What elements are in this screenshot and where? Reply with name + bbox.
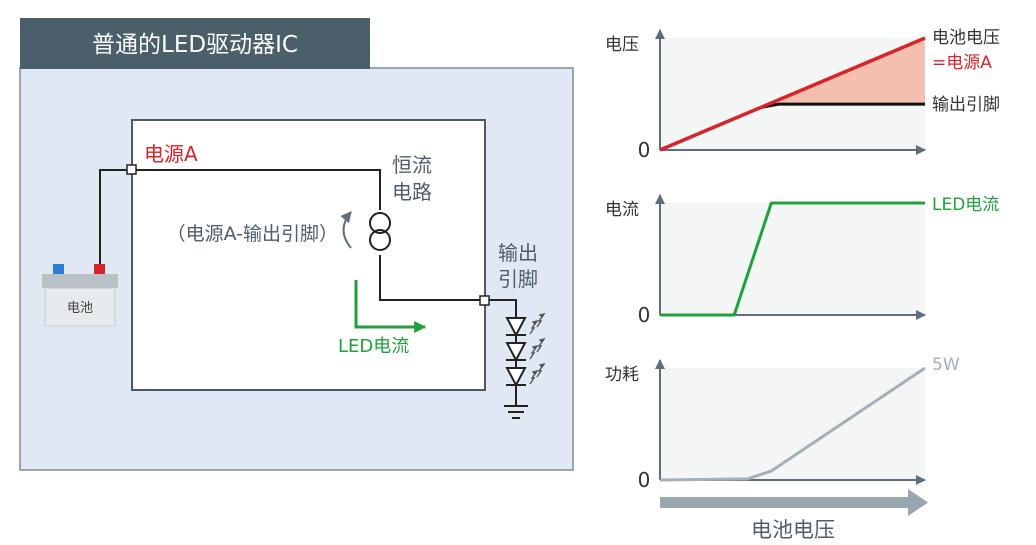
battery-body: [44, 287, 116, 327]
cc-label-line2: 电路: [392, 180, 432, 204]
battery-negative-terminal: [53, 264, 64, 274]
light-emission-icon: [529, 312, 546, 335]
x-direction-bar: [660, 497, 910, 508]
light-emission-icon: [529, 337, 546, 360]
led-current-label: LED电流: [338, 336, 409, 357]
current-source-icon: [369, 212, 391, 251]
output-wire: [379, 255, 517, 318]
led-current-arrow-icon: [354, 280, 427, 333]
power-wire: [99, 169, 381, 270]
circuit-panel: 普通的LED驱动器IC: [19, 18, 574, 471]
light-emission-icon: [529, 362, 546, 385]
series-line: [659, 36, 926, 152]
series-label: 电池电压: [932, 28, 1000, 48]
y-axis-label: 功耗: [605, 365, 639, 385]
y-axis-label: 电流: [605, 200, 639, 220]
series-label: 5W: [932, 355, 960, 375]
series-line: [660, 201, 925, 317]
battery-positive-terminal: [94, 264, 105, 274]
output-label-line2: 引脚: [498, 267, 538, 291]
ground-icon: [504, 405, 528, 419]
voltage-expression: （电源A-输出引脚）: [167, 223, 338, 245]
output-pin-terminal: [479, 295, 490, 306]
ic-box: [131, 119, 486, 391]
chart-panel-1: 电压 0 电池电压 =电源A 输出引脚: [605, 28, 1000, 162]
chart-panel-2: 电流 0 LED电流: [605, 194, 999, 327]
led-stack: [505, 312, 546, 393]
series-label: 输出引脚: [932, 95, 1000, 115]
circuit-title: 普通的LED驱动器IC: [92, 32, 298, 58]
x-axis-label: 电池电压: [751, 518, 835, 542]
power-a-label: 电源A: [144, 142, 198, 166]
series-label: LED电流: [932, 195, 999, 215]
series-label-sub: =电源A: [932, 53, 992, 73]
title-header: [20, 18, 370, 69]
origin-label: 0: [638, 303, 651, 327]
curved-arrow-icon: [340, 211, 352, 249]
origin-label: 0: [638, 468, 651, 492]
cc-label-line1: 恒流: [392, 153, 432, 177]
plot-background: [660, 203, 925, 315]
circuit-wires: [99, 169, 517, 405]
battery-label: 电池: [67, 301, 93, 316]
plot-background: [660, 368, 925, 480]
battery-top: [42, 274, 118, 288]
led-diode-icon: [505, 362, 546, 393]
x-direction-arrowhead: [908, 489, 928, 516]
origin-label: 0: [638, 138, 651, 162]
power-pin-terminal: [126, 164, 137, 175]
led-diode-icon: [505, 337, 546, 368]
battery-icon: 电池: [42, 264, 118, 327]
y-axis-label: 电压: [605, 35, 639, 55]
led-diode-icon: [505, 312, 546, 343]
output-label-line1: 输出: [498, 241, 538, 265]
chart-panel-3: 功耗 0 5W 电池电压: [605, 355, 960, 542]
series-line: [659, 366, 926, 482]
